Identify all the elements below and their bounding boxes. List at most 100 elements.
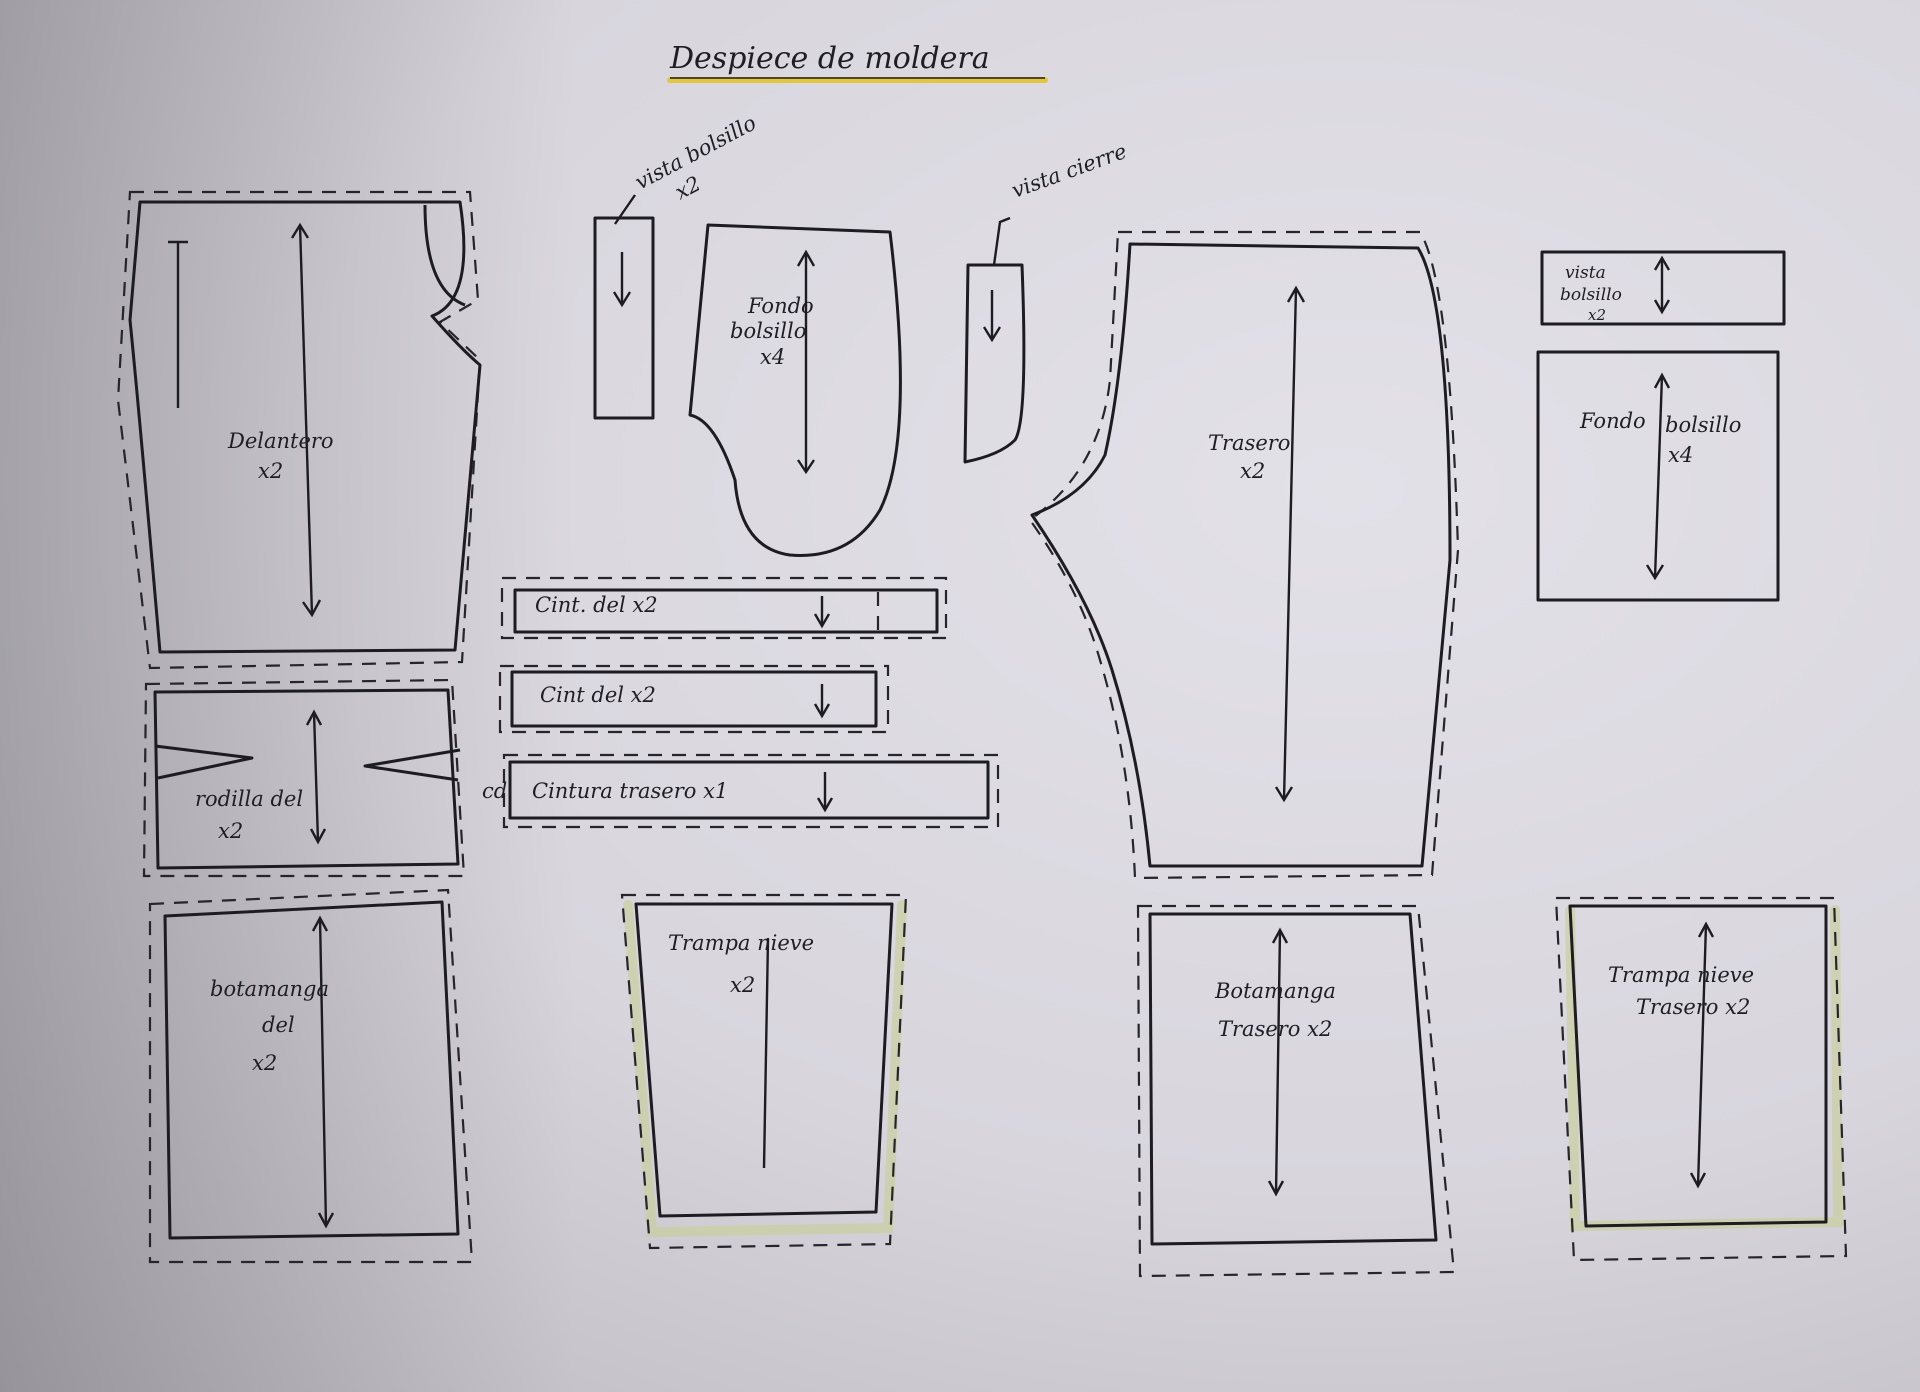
dart-left — [154, 744, 254, 780]
label-name-2: Trasero x2 — [1218, 1017, 1332, 1041]
cut-line — [1030, 242, 1452, 868]
piece-cintura-trasero: cd Cintura trasero x1 — [482, 753, 1000, 829]
grain-arrow-heads — [290, 222, 322, 618]
piece-fondo-bolsillo-1: Fondo bolsillo x4 — [688, 223, 902, 557]
label-name: Cint. del x2 — [535, 593, 658, 617]
seam-line — [1136, 904, 1456, 1278]
seam-line — [1554, 896, 1848, 1262]
seam-line — [620, 893, 908, 1250]
cut-line — [1536, 350, 1780, 602]
grain-arrow — [1653, 374, 1664, 579]
seam-line — [498, 664, 890, 734]
pointer-arrow — [992, 216, 1011, 266]
grain-line — [762, 937, 770, 1169]
pocket-curve — [423, 204, 466, 307]
label-qty: x4 — [1668, 443, 1693, 467]
label-name: Fondo — [747, 294, 814, 318]
label-name-2: bolsillo — [1560, 285, 1622, 305]
label-qty: x2 — [1588, 306, 1606, 324]
label-name: Cint del x2 — [540, 683, 656, 707]
grain-arrow-heads — [796, 249, 816, 475]
piece-vista-bolsillo: vista bolsillo x2 — [593, 111, 760, 420]
glue-mark — [623, 900, 907, 1238]
piece-fondo-bolsillo-2: Fondo bolsillo x4 — [1536, 350, 1780, 602]
label-prefix: cd — [482, 779, 507, 803]
grain-arrow-heads — [305, 709, 327, 845]
label-name: Trampa nieve — [668, 931, 814, 955]
dart-right — [363, 748, 461, 782]
cut-line — [593, 216, 655, 420]
label-name-2: del — [262, 1013, 295, 1037]
piece-vista-bolsillo-2: vista bolsillo x2 — [1540, 250, 1786, 326]
label-name: Cintura trasero x1 — [532, 779, 728, 803]
grain-arrow-head — [982, 326, 1002, 343]
grain-arrow-heads — [1645, 372, 1671, 581]
cut-line — [153, 688, 460, 870]
grain-arrow — [312, 711, 320, 843]
label-name-2: bolsillo — [1665, 413, 1741, 437]
cut-line — [508, 760, 990, 820]
label-qty: x2 — [252, 1051, 277, 1075]
grain-arrow-head — [612, 291, 632, 308]
label-qty: x4 — [760, 345, 785, 369]
label-name: Fondo — [1579, 409, 1646, 433]
grain-arrow-heads — [1689, 921, 1715, 1189]
grain-arrow — [298, 224, 314, 616]
cut-line — [163, 900, 460, 1240]
label-name: Trampa nieve — [1608, 963, 1754, 987]
label-name: Botamanga — [1214, 979, 1336, 1003]
label-name-2: bolsillo — [730, 319, 806, 343]
grain-arrow — [318, 917, 328, 1227]
cut-line — [1540, 250, 1786, 326]
seam-line — [500, 576, 948, 640]
piece-botamanga-del: botamanga del x2 — [148, 888, 474, 1264]
label-qty: x2 — [730, 973, 755, 997]
grain-arrow-heads — [1267, 927, 1289, 1197]
cut-line — [510, 670, 878, 728]
grain-arrow-head — [816, 797, 834, 813]
grain-arrow-head — [813, 613, 831, 629]
grain-arrow-heads — [1274, 285, 1306, 803]
pointer-arrow — [614, 194, 636, 225]
grain-arrow-heads — [311, 915, 335, 1229]
label-name: vista — [1565, 263, 1606, 283]
piece-delantero: Delantero x2 — [116, 190, 482, 670]
page-title: Despiece de moldera — [669, 41, 990, 76]
piece-rodilla-del: rodilla del x2 — [142, 678, 466, 878]
cut-line — [513, 588, 939, 634]
cut-line — [1568, 904, 1828, 1228]
cut-line — [688, 223, 902, 557]
label-name: Trasero — [1208, 431, 1290, 455]
title-block: Despiece de moldera — [667, 41, 1048, 83]
grain-arrow — [1696, 923, 1708, 1187]
piece-vista-cierre: vista cierre — [963, 139, 1130, 464]
piece-trasero: Trasero x2 — [1028, 230, 1460, 880]
seam-line — [142, 678, 466, 878]
label-name-2: Trasero x2 — [1636, 995, 1750, 1019]
grain-arrow — [1282, 287, 1298, 801]
piece-cint-del-1: Cint. del x2 — [500, 576, 948, 640]
label-name: botamanga — [210, 977, 329, 1001]
label-name: Delantero — [227, 429, 334, 453]
grain-arrow-head — [813, 703, 831, 719]
piece-trampa-nieve-1: Trampa nieve x2 — [620, 893, 908, 1250]
cut-line — [963, 263, 1026, 464]
cut-line — [634, 902, 894, 1218]
piece-botamanga-trasero: Botamanga Trasero x2 — [1136, 904, 1456, 1278]
seam-line — [1028, 230, 1460, 880]
label-name: rodilla del — [195, 787, 303, 811]
grain-arrow — [1274, 929, 1282, 1195]
grain-arrow-heads — [1653, 255, 1671, 315]
cut-line — [1148, 912, 1438, 1246]
cut-line — [128, 200, 482, 654]
label-qty: x2 — [1240, 459, 1265, 483]
label-qty: x2 — [218, 819, 243, 843]
piece-trampa-nieve-trasero: Trampa nieve Trasero x2 — [1554, 896, 1848, 1262]
label-qty: x2 — [258, 459, 283, 483]
label-name: vista cierre — [1009, 139, 1130, 203]
seam-line — [502, 753, 1000, 829]
seam-line — [148, 888, 474, 1264]
piece-cint-del-2: Cint del x2 — [498, 664, 890, 734]
